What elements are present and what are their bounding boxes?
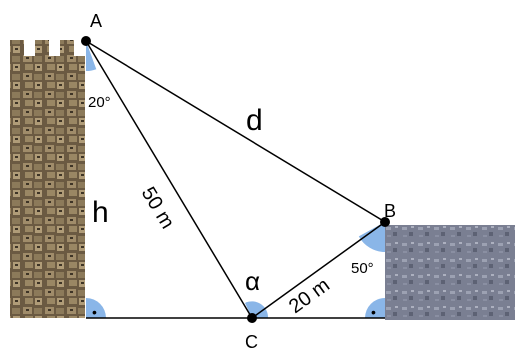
side-cb-label: 20 m (285, 274, 334, 318)
line-cb (251, 221, 386, 319)
right-angle-marker-left (86, 298, 106, 318)
right-angle-dot-left: • (92, 304, 97, 320)
point-c (247, 313, 257, 323)
height-label: h (92, 196, 109, 229)
point-b-label: B (384, 201, 396, 221)
distance-label: d (246, 104, 263, 137)
right-angle-marker-right (365, 298, 385, 318)
angle-b-marker (358, 222, 385, 252)
point-c-label: C (245, 332, 258, 350)
side-ac-label: 50 m (137, 183, 179, 232)
point-a (81, 36, 91, 46)
point-b (380, 217, 390, 227)
rock-block (385, 225, 515, 320)
angle-a-marker (86, 41, 97, 72)
line-ac (85, 40, 253, 319)
triangle-lines (85, 40, 386, 319)
right-angle-dot-right: • (371, 304, 376, 320)
angle-c-label: α (245, 266, 260, 296)
tower (10, 40, 85, 318)
line-ab (85, 40, 386, 223)
angle-a-label: 20° (88, 94, 111, 111)
angle-b-label: 50° (351, 260, 374, 277)
point-a-label: A (90, 11, 102, 31)
